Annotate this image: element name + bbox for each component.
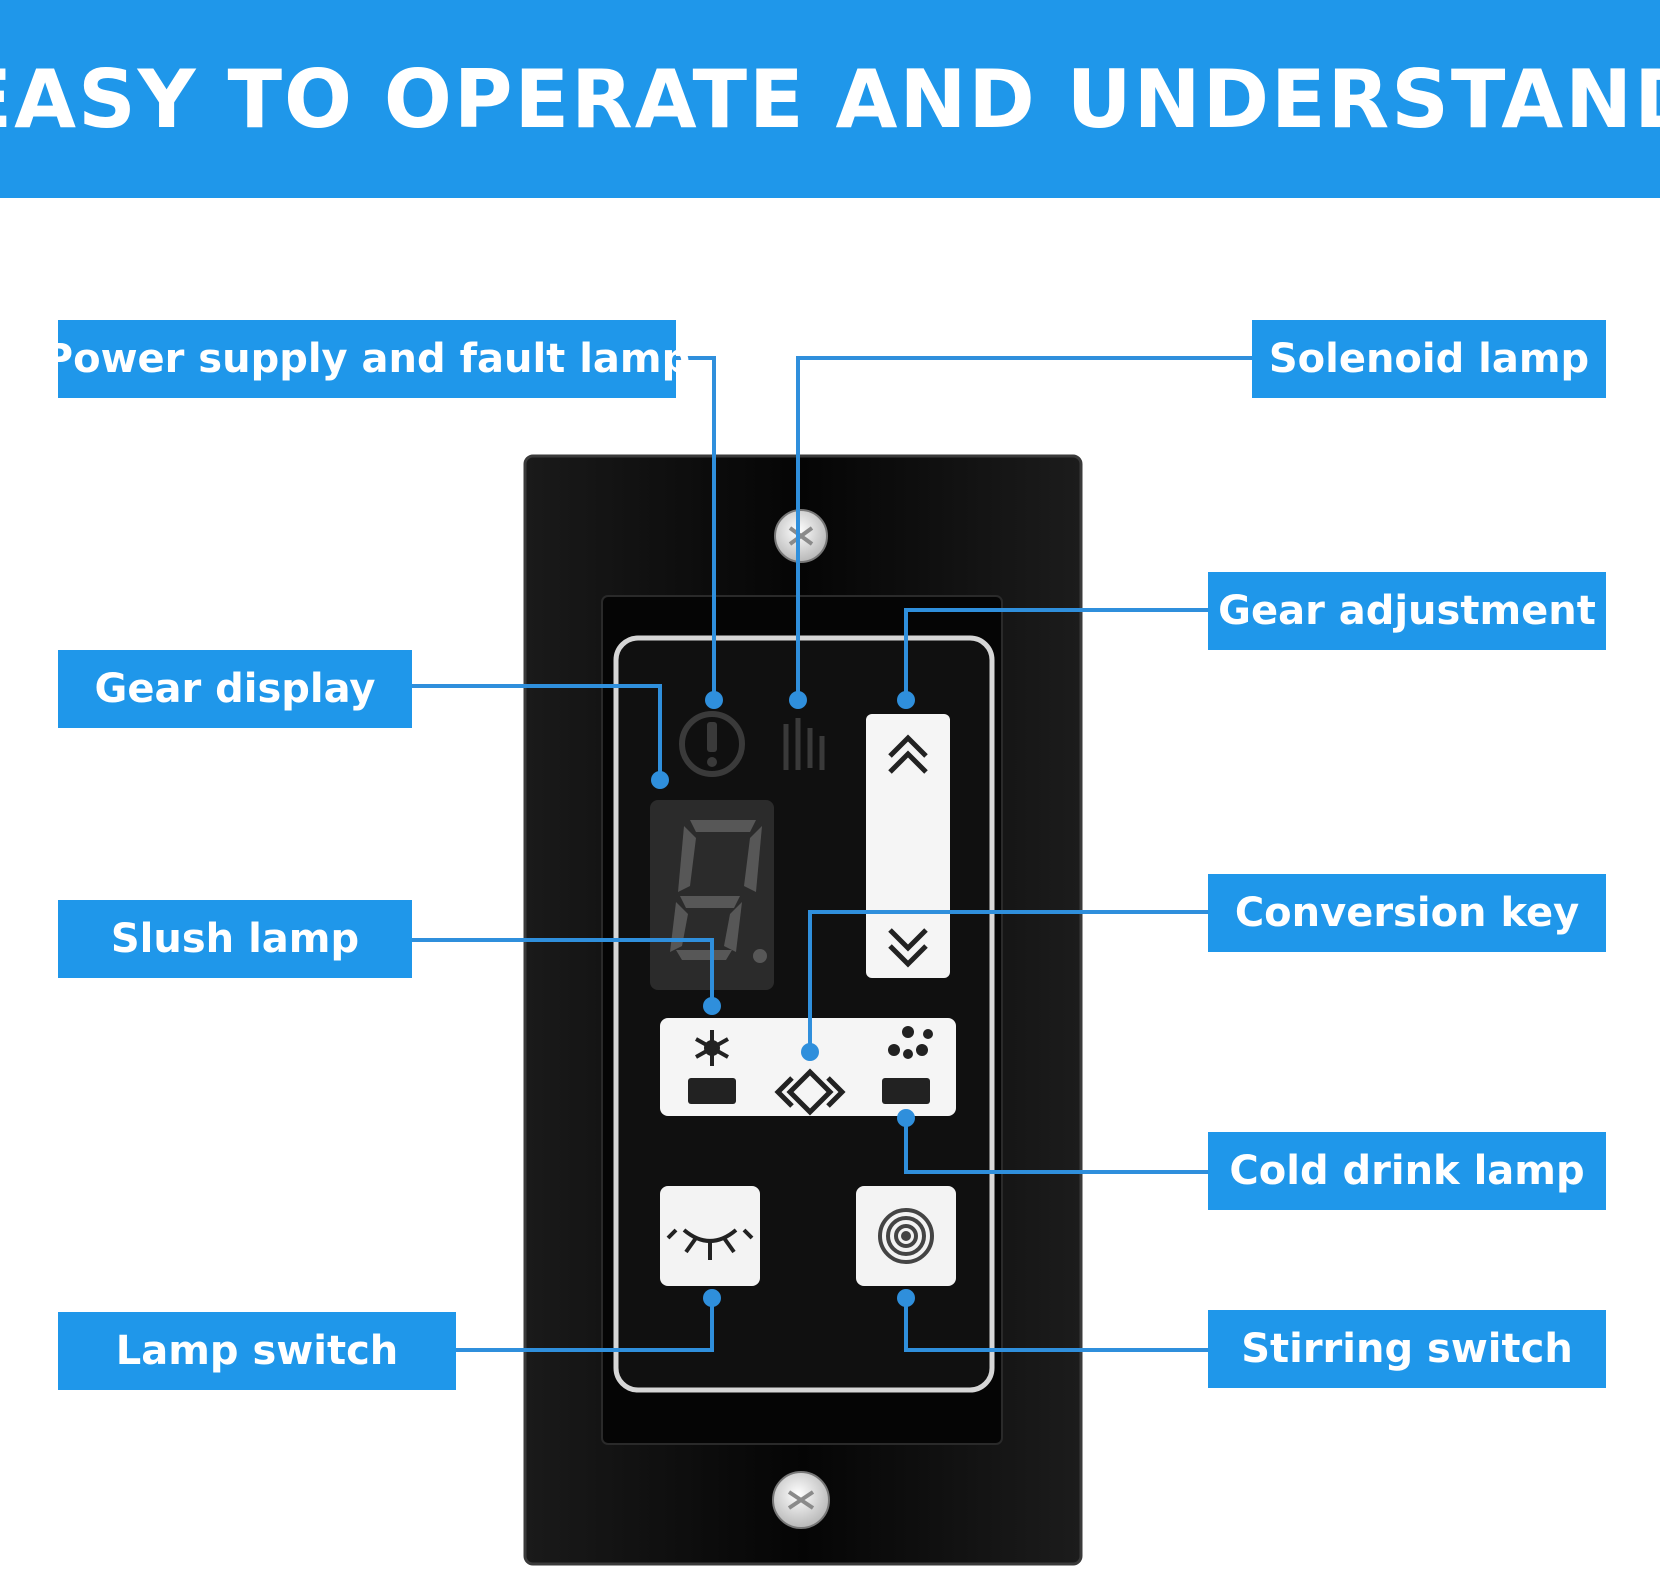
gear-display-digit — [670, 820, 767, 963]
label-conversion-key: Conversion key — [1208, 874, 1606, 952]
chevron-up-double-icon — [888, 734, 928, 774]
leader-lines — [410, 356, 1252, 1352]
label-lamp-switch: Lamp switch — [58, 1312, 456, 1390]
label-cold-drink-lamp: Cold drink lamp — [1208, 1132, 1606, 1210]
chevron-down-double-icon — [888, 928, 928, 968]
snowflake-icon — [695, 1030, 729, 1066]
screw-bottom-icon — [772, 1471, 830, 1529]
label-solenoid-lamp: Solenoid lamp — [1252, 320, 1606, 398]
cold-drink-lamp-indicator — [882, 1078, 930, 1104]
label-slush-lamp: Slush lamp — [58, 900, 412, 978]
label-gear-display: Gear display — [58, 650, 412, 728]
fault-warning-icon — [679, 711, 745, 777]
lamp-switch-button — [660, 1186, 760, 1286]
page-title: EASY TO OPERATE AND UNDERSTAND — [0, 52, 1660, 146]
solenoid-coil-icon — [783, 718, 825, 770]
title-banner: EASY TO OPERATE AND UNDERSTAND — [0, 0, 1660, 198]
lamp-light-icon — [666, 1228, 754, 1260]
conversion-arrows-icon — [774, 1068, 846, 1116]
slush-lamp-indicator — [688, 1078, 736, 1104]
label-stirring-switch: Stirring switch — [1208, 1310, 1606, 1388]
leader-dots — [651, 691, 915, 1307]
spiral-stir-icon — [878, 1208, 934, 1264]
screw-top-icon — [774, 509, 828, 563]
drops-icon — [888, 1026, 933, 1059]
label-power-supply-fault-lamp: Power supply and fault lamp — [44, 320, 690, 398]
label-gear-adjustment: Gear adjustment — [1208, 572, 1606, 650]
